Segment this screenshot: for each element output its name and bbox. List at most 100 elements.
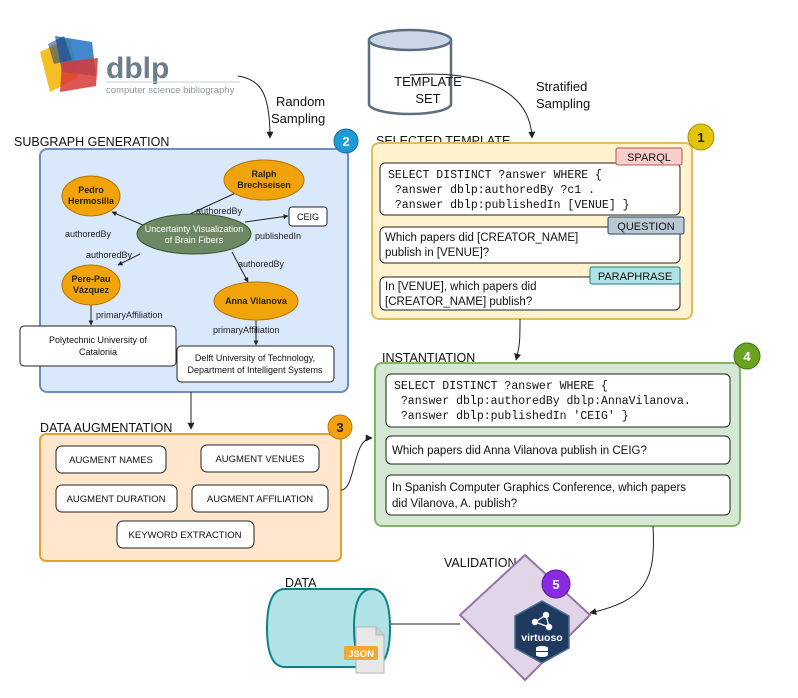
template-to-instantiation-arrow (514, 318, 522, 361)
subgraph-badge-number: 2 (342, 134, 349, 149)
selected-template-badge (687, 123, 715, 151)
instantiated-sparql-line-2: ?answer dblp:authoredBy dblp:AnnaVilanov… (394, 395, 691, 408)
node-pere-pau-vazquez (61, 264, 121, 306)
augment-names-label: AUGMENT NAMES (69, 455, 153, 466)
validation-badge-number: 5 (552, 577, 559, 592)
template-question-line-2: publish in [VENUE]? (385, 247, 489, 259)
augment-names-box (55, 445, 167, 474)
node-delft-label-2: Department of Intelligent Systems (187, 365, 323, 375)
dblp-logo-text: dblp (106, 52, 169, 85)
node-ceig-label: CEIG (297, 212, 319, 222)
json-file-icon: JSON (344, 626, 385, 674)
node-ceig (288, 206, 328, 227)
subgraph-title: SUBGRAPH GENERATION (14, 135, 169, 149)
instantiated-paraphrase-box (385, 474, 731, 516)
edge-center-anna (231, 251, 249, 283)
question-tag-label: QUESTION (617, 221, 675, 233)
instantiation-badge (733, 342, 761, 370)
instantiated-question: Which papers did Anna Vilanova publish i… (392, 445, 647, 457)
node-delft-university (176, 345, 335, 383)
instantiation-to-validation-arrow (589, 525, 654, 615)
instantiation-title: INSTANTIATION (382, 351, 475, 365)
instantiated-sparql-line-1: SELECT DISTINCT ?answer WHERE { (394, 380, 608, 393)
sparql-tag-label: SPARQL (627, 152, 671, 164)
node-polytechnic-catalonia (19, 325, 177, 367)
edge-label-authoredby-perepau: authoredBy (86, 250, 133, 260)
node-center-label-2: of Brain Fibers (165, 235, 224, 245)
dblp-tagline: computer science bibliography (106, 85, 235, 96)
node-upc-label-1: Polytechnic University of (49, 335, 148, 345)
node-ralph-label-2: Brechseisen (237, 180, 291, 190)
data-storage: DATA JSON (265, 576, 392, 674)
edge-center-ceig (244, 214, 289, 223)
question-tag (607, 216, 685, 235)
augment-affiliation-box (191, 484, 329, 513)
subgraph-generation-panel: SUBGRAPH GENERATION 2 Pedro Hermosilla R… (14, 128, 359, 393)
edge-label-primaryaffiliation-delft: primaryAffiliation (213, 325, 279, 335)
edge-label-authoredby-anna: authoredBy (238, 259, 285, 269)
random-sampling-arrow (237, 75, 274, 139)
node-uncertainty-visualization (136, 213, 252, 255)
dblp-logo-mark-dark (48, 36, 72, 64)
node-ralph-brechseisen (223, 159, 305, 201)
edge-label-authoredby-ralph: authoredBy (196, 206, 243, 216)
validation-badge (541, 569, 571, 599)
validation-title: VALIDATION (444, 556, 516, 570)
instantiated-paraphrase-line-2: did Vilanova, A. publish? (392, 498, 517, 510)
template-set-label-1: TEMPLATE (394, 74, 462, 89)
node-perepau-label-2: Vázquez (73, 285, 110, 295)
random-sampling-label-2: Sampling (271, 111, 325, 126)
node-anna-vilanova (213, 281, 299, 321)
selected-template-badge-number: 1 (697, 130, 704, 145)
keyword-extraction-label: KEYWORD EXTRACTION (129, 530, 242, 541)
paraphrase-tag-label: PARAPHRASE (598, 271, 672, 283)
node-delft-label-1: Delft University of Technology, (195, 353, 315, 363)
instantiation-badge-number: 4 (743, 349, 751, 364)
node-pedro-label-2: Hermosilla (68, 196, 115, 206)
augment-venues-label: AUGMENT VENUES (215, 454, 304, 465)
augmentation-badge (327, 414, 353, 440)
augment-venues-box (200, 444, 320, 473)
data-augmentation-panel: DATA AUGMENTATION 3 AUGMENT NAMES AUGMEN… (39, 414, 353, 562)
template-question-line-1: Which papers did [CREATOR_NAME] (385, 232, 578, 244)
stratified-sampling-label-2: Sampling (536, 96, 590, 111)
instantiated-question-box (385, 435, 731, 465)
template-paraphrase-box (379, 276, 681, 311)
template-sparql-line-3: ?answer dblp:publishedIn [VENUE] } (388, 199, 630, 212)
augmentation-badge-number: 3 (336, 420, 343, 435)
template-sparql-line-2: ?answer dblp:authoredBy ?c1 . (388, 184, 595, 197)
node-pedro-hermosilla (61, 175, 121, 217)
template-sparql-box (379, 162, 681, 216)
node-anna-label: Anna Vilanova (225, 296, 288, 306)
node-center-label-1: Uncertainty Visualization (145, 224, 243, 234)
dblp-logo-mark-red (60, 58, 98, 92)
augmentation-to-instantiation-arrow (340, 434, 373, 491)
instantiated-sparql-line-3: ?answer dblp:publishedIn 'CEIG' } (394, 410, 629, 423)
edge-label-primaryaffiliation-upc: primaryAffiliation (96, 310, 162, 320)
instantiated-paraphrase-line-1: In Spanish Computer Graphics Conference,… (392, 482, 686, 494)
template-set-cylinder: TEMPLATE SET (367, 28, 462, 116)
virtuoso-hexagon (514, 600, 570, 664)
edge-center-perepau (117, 253, 141, 266)
template-question-box (379, 226, 681, 264)
json-label: JSON (348, 649, 374, 660)
edge-center-ralph (189, 190, 241, 215)
node-ralph-label-1: Ralph (251, 169, 276, 179)
edge-label-authoredby-pedro: authoredBy (65, 229, 112, 239)
sparql-tag (615, 147, 683, 166)
template-sparql-line-1: SELECT DISTINCT ?answer WHERE { (388, 169, 602, 182)
node-perepau-label-1: Pere-Pau (71, 274, 110, 284)
subgraph-badge (333, 128, 359, 154)
augmentation-title: DATA AUGMENTATION (40, 421, 172, 435)
random-sampling-label-1: Random (276, 94, 325, 109)
edge-label-publishedin: publishedIn (255, 231, 301, 241)
virtuoso-logo: virtuoso (514, 600, 570, 664)
template-paraphrase-line-1: In [VENUE], which papers did (385, 281, 537, 293)
virtuoso-label: virtuoso (521, 632, 562, 644)
augment-duration-label: AUGMENT DURATION (67, 494, 166, 505)
dblp-logo: dblp computer science bibliography (40, 36, 240, 96)
paraphrase-tag (589, 266, 681, 285)
data-title: DATA (285, 576, 317, 590)
instantiation-panel: INSTANTIATION 4 SELECT DISTINCT ?answer … (374, 342, 761, 527)
